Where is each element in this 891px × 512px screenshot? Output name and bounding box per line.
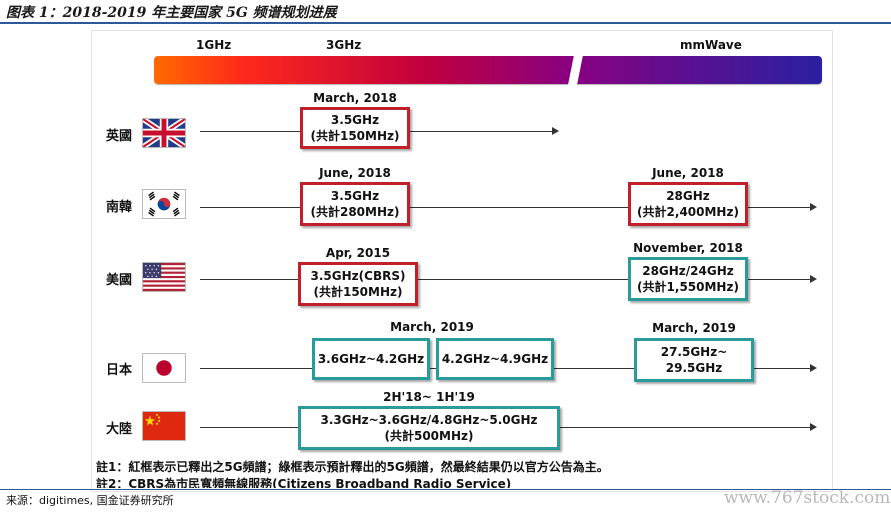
spectrum-box-jp-27.5ghz: 27.5GHz~ 29.5GHz (634, 338, 754, 382)
arrow-cn (810, 423, 817, 431)
footer-rule (0, 489, 891, 490)
box-line: 3.5GHz(CBRS) (310, 269, 406, 283)
spectrum-box-kr-28ghz: 28GHz (共計2,400MHz) (628, 182, 748, 226)
date-jp-1: March, 2019 (390, 320, 474, 334)
timeline-kr (200, 207, 810, 208)
box-line: 29.5GHz (665, 361, 723, 375)
box-line: (共計500MHz) (384, 429, 474, 443)
arrow-jp (810, 364, 817, 372)
date-jp-2: March, 2019 (652, 321, 736, 335)
watermark: www.767stock.com (724, 488, 891, 508)
box-line: (共計2,400MHz) (637, 205, 739, 219)
box-line: 28GHz/24GHz (642, 264, 734, 278)
us-flag-icon (142, 262, 186, 292)
arrow-us (810, 275, 817, 283)
country-kr: 南韓 (106, 200, 133, 215)
date-cn-1: 2H'18~ 1H'19 (383, 390, 475, 404)
box-line: (共計150MHz) (313, 285, 403, 299)
spectrum-box-us-cbrs: 3.5GHz(CBRS) (共計150MHz) (298, 262, 418, 306)
spectrum-box-jp-3.6ghz: 3.6GHz~4.2GHz (312, 338, 430, 380)
date-us-2: November, 2018 (633, 241, 743, 255)
spectrum-box-us-28ghz: 28GHz/24GHz (共計1,550MHz) (628, 257, 748, 301)
box-line: 3.6GHz~4.2GHz (317, 352, 425, 366)
source-text: 来源：digitimes, 国金证券研究所 (6, 494, 174, 507)
box-line: 4.2GHz~4.9GHz (441, 352, 549, 366)
country-cn: 大陸 (106, 422, 133, 437)
band-break-icon (567, 50, 584, 90)
box-line: (共計150MHz) (310, 129, 400, 143)
figure-title: 图表 1：2018-2019 年主要国家 5G 频谱规划进展 (6, 5, 337, 21)
arrow-uk (552, 127, 559, 135)
date-kr-1: June, 2018 (319, 166, 391, 180)
country-jp: 日本 (106, 363, 133, 378)
spectrum-box-kr-3.5ghz: 3.5GHz (共計280MHz) (300, 182, 410, 226)
box-line: 27.5GHz~ (660, 345, 728, 359)
spectrum-box-cn: 3.3GHz~3.6GHz/4.8GHz~5.0GHz (共計500MHz) (298, 406, 560, 450)
box-line: 3.5GHz (330, 189, 380, 203)
box-line: (共計280MHz) (310, 205, 400, 219)
date-us-1: Apr, 2015 (325, 246, 391, 260)
box-line: (共計1,550MHz) (637, 280, 739, 294)
japan-flag-icon (142, 353, 186, 383)
freq-label-1ghz: 1GHz (196, 38, 232, 52)
spectrum-box-uk-3.5ghz: 3.5GHz (共計150MHz) (300, 107, 410, 149)
box-line: 28GHz (666, 189, 710, 203)
country-us: 美國 (106, 273, 133, 288)
korea-flag-icon (142, 189, 186, 219)
spectrum-box-jp-4.2ghz: 4.2GHz~4.9GHz (436, 338, 554, 380)
date-kr-2: June, 2018 (652, 166, 724, 180)
date-uk-1: March, 2018 (313, 91, 397, 105)
box-line: 3.3GHz~3.6GHz/4.8GHz~5.0GHz (320, 413, 538, 427)
uk-flag-icon (142, 118, 186, 148)
country-uk: 英國 (106, 129, 133, 144)
note-2: 註2：CBRS為市民寬頻無線服務(Citizens Broadband Radi… (96, 477, 512, 488)
arrow-kr (810, 203, 817, 211)
freq-label-3ghz: 3GHz (326, 38, 362, 52)
china-flag-icon (142, 411, 186, 441)
freq-label-mmwave: mmWave (680, 38, 742, 52)
timeline-us (200, 279, 810, 280)
note-1: 註1：紅框表示已釋出之5G頻譜；綠框表示預計釋出的5G頻譜，然最終結果仍以官方公… (96, 460, 609, 474)
box-line: 3.5GHz (330, 113, 380, 127)
frequency-band-bar (154, 56, 822, 84)
header-rule (0, 22, 891, 24)
